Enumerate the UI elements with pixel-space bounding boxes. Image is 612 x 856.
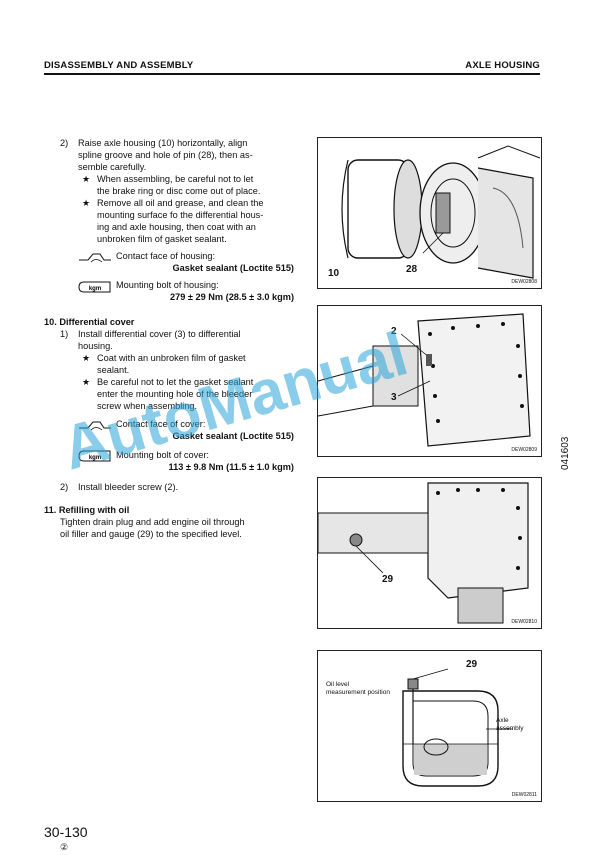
sealant-spec: Gasket sealant (Loctite 515) — [172, 431, 294, 441]
note-text-line: enter the mounting hole of the bleeder — [97, 389, 253, 399]
header-component-title: AXLE HOUSING — [465, 60, 540, 71]
figure-differential-cover: 2 3 DEW02809 — [317, 305, 542, 457]
note-text-line: sealant. — [97, 365, 130, 375]
contact-face-label: Contact face of cover: — [116, 419, 206, 429]
step-text-line: spline groove and hole of pin (28), then… — [78, 150, 253, 160]
note-text-line: the brake ring or disc come out of place… — [97, 186, 261, 196]
note-text-line: When assembling, be careful not to let — [97, 174, 254, 184]
oil-level-label-line: measurement position — [326, 689, 390, 696]
note-text-line: Coat with an unbroken film of gasket — [97, 353, 246, 363]
torque-wrench-icon: kgm — [78, 281, 111, 293]
torque-icon-label: kgm — [89, 286, 101, 292]
star-bullet: ★ — [82, 353, 91, 363]
star-bullet: ★ — [82, 198, 91, 208]
step-text-line: Install differential cover (3) to differ… — [78, 329, 241, 339]
contact-face-icon — [79, 421, 111, 431]
contact-face-icon — [79, 253, 111, 263]
axle-assembly-label-line: Axle — [496, 717, 509, 724]
torque-wrench-icon: kgm — [78, 450, 111, 462]
header-section-title: DISASSEMBLY AND ASSEMBLY — [44, 60, 194, 71]
callout-label: 2 — [391, 326, 397, 337]
figure-drawing — [402, 668, 513, 787]
note-text-line: Remove all oil and grease, and clean the — [97, 198, 264, 208]
note-text-line: ing and axle housing, then coat with an — [97, 222, 256, 232]
page-number: 30-130 — [44, 824, 88, 840]
figure-drawing — [318, 313, 531, 447]
header-rule — [44, 73, 540, 75]
callout-label: 29 — [466, 659, 478, 670]
figure-code: DEW02811 — [511, 792, 537, 798]
oil-level-label: Oil level measurement position — [326, 681, 390, 697]
oil-level-label-line: Oil level — [326, 681, 350, 688]
note-text-line: mounting surface fo the differential hou… — [97, 210, 264, 220]
mounting-bolt-label: Mounting bolt of cover: — [116, 450, 209, 460]
callout-label: 29 — [382, 574, 394, 585]
step-text-line: Raise axle housing (10) horizontally, al… — [78, 138, 248, 148]
torque-spec: 279 ± 29 Nm (28.5 ± 3.0 kgm) — [170, 292, 294, 302]
sealant-spec: Gasket sealant (Loctite 515) — [172, 263, 294, 273]
figure-code: DEW02810 — [511, 619, 537, 625]
figure-code: DEW02809 — [511, 447, 537, 453]
figure-drawing — [318, 482, 529, 624]
callout-label: 28 — [406, 264, 418, 275]
star-bullet: ★ — [82, 377, 91, 387]
step-text-line: Install bleeder screw (2). — [78, 482, 179, 492]
mounting-bolt-label: Mounting bolt of housing: — [116, 280, 219, 290]
document-side-code: 041603 — [560, 436, 571, 470]
figure-code: DEW02808 — [511, 279, 537, 285]
note-text-line: Be careful not to let the gasket sealant — [97, 377, 254, 387]
torque-icon-label: kgm — [89, 455, 101, 461]
figure-oil-filler: 29 DEW02810 — [317, 477, 542, 629]
step-text-line: housing. — [78, 341, 113, 351]
figure-axle-housing-assembly: 10 28 DEW02808 — [317, 137, 542, 289]
section-heading: 10. Differential cover — [44, 317, 135, 327]
step-text-line: semble carefully. — [78, 162, 147, 172]
revision-mark: ② — [60, 842, 69, 852]
body-text-line: oil filler and gauge (29) to the specifi… — [60, 529, 242, 539]
callout-label: 3 — [391, 392, 397, 403]
note-text-line: screw when assembling. — [97, 401, 198, 411]
step-number: 2) — [60, 138, 69, 148]
callout-label: 10 — [328, 268, 340, 279]
section-heading: 11. Refilling with oil — [44, 505, 130, 515]
axle-assembly-label: Axle assembly — [496, 717, 523, 733]
torque-spec: 113 ± 9.8 Nm (11.5 ± 1.0 kgm) — [168, 462, 294, 472]
axle-assembly-label-line: assembly — [496, 725, 524, 732]
note-text-line: unbroken film of gasket sealant. — [97, 234, 227, 244]
contact-face-label: Contact face of housing: — [116, 251, 216, 261]
body-text-line: Tighten drain plug and add engine oil th… — [60, 517, 245, 527]
step-number: 1) — [60, 329, 69, 339]
figure-drawing — [341, 145, 541, 279]
star-bullet: ★ — [82, 174, 91, 184]
step-number: 2) — [60, 482, 69, 492]
figure-oil-level-diagram: 29 Oil level measurement position Axle a… — [317, 650, 542, 802]
